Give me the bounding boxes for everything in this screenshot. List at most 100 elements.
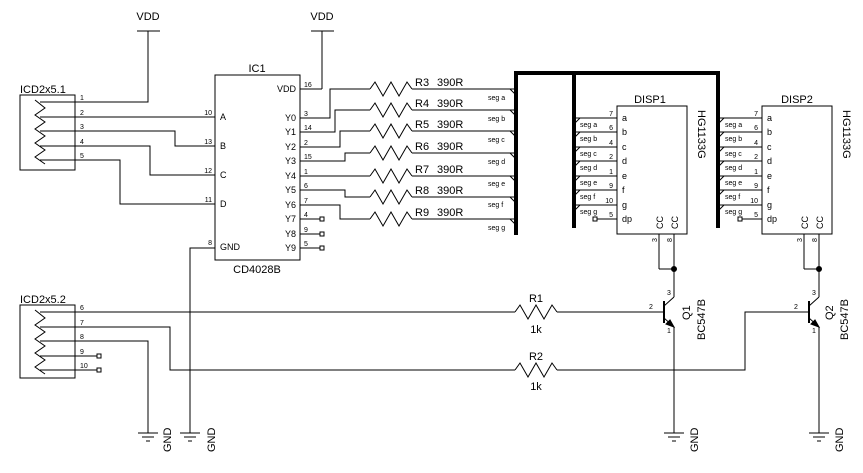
vdd-label: VDD [136,11,159,23]
disp2-cc-wires [803,234,822,297]
q2-pin-e: 1 [812,328,816,335]
ic1-pin-num: 3 [304,111,308,118]
disp1-cc-pin: 8 [667,238,674,242]
ic1-pin-num: 1 [304,169,308,176]
ic1-pin-num: 11 [205,197,212,204]
segment-bus [514,71,720,235]
net-label: seg b [725,136,742,143]
r7-ref: R7 [415,164,429,176]
disp1-seg-a: a [622,113,627,123]
r4-value: 390R [437,98,463,110]
ic1-pin-y6: Y6 [285,200,296,210]
r6-value: 390R [437,141,463,153]
vdd-symbol-ic1: VDD [136,11,160,100]
disp2-seg-c: c [767,142,772,152]
resistor-r5 [369,122,413,140]
disp2-seg-g: g [767,200,772,210]
ic1-pin-y8: Y8 [285,229,296,239]
segment-resistors [300,80,515,228]
q1-ref: Q1 [681,305,693,320]
net-label: seg a [725,122,742,129]
ic1-pin-num: 13 [204,139,212,146]
disp1-pin-num: 2 [609,154,613,161]
r9-value: 390R [437,207,463,219]
disp1-pin-num: 10 [605,198,613,205]
disp1-pin-num: 7 [609,111,613,118]
disp1-cc-label: CC [670,216,680,229]
q1-pin-e: 1 [667,328,671,335]
disp1-seg-f: f [622,185,625,195]
resistor-r7 [369,167,413,185]
j1-pin-1: 1 [80,95,84,102]
vdd-label: VDD [310,11,333,23]
disp2-part: HG1133G [840,110,852,159]
gnd-label: GND [162,428,174,453]
net-label: seg g [725,209,742,216]
net-label: seg a [580,122,597,129]
ic1-pin-num: 4 [304,212,308,219]
r8-value: 390R [437,185,463,197]
net-label: seg e [725,180,742,187]
ic1-pin-d: D [220,199,227,209]
disp1-seg-dp: dp [622,214,632,224]
disp1-part: HG1133G [695,110,707,159]
net-label: seg f [488,202,503,209]
resistor-r2 [514,361,558,379]
disp1-seg-b: b [622,127,627,137]
r2-value: 1k [530,381,542,393]
gnd-symbol-q2: GND [809,428,846,452]
junction-dot [671,266,677,272]
disp2-pin-num: 10 [750,198,758,205]
disp2-pin-num: 7 [754,111,758,118]
net-label: seg b [580,136,597,143]
ic1-pin-num: 15 [304,154,312,161]
display-disp2: DISP2 HG1133G [717,94,852,235]
transistor-q1: 2 3 1 Q1 BC547B [649,290,708,433]
disp2-pin-labels: a b c d e f g dp 7 6 4 2 1 9 10 5 seg a … [725,111,825,242]
resistor-r8 [369,188,413,206]
q2-pin-c: 3 [812,290,816,297]
net-label: seg g [580,209,597,216]
r3-ref: R3 [415,77,429,89]
j2-pin-8: 8 [80,334,84,341]
ic1-pin-num: 9 [304,227,308,234]
ic1-pin-num: 5 [304,241,308,248]
disp2-pin-num: 9 [754,183,758,190]
ic1-pin-b: B [220,141,226,151]
ic1-pin-c: C [220,170,227,180]
disp2-seg-f: f [767,185,770,195]
disp2-seg-e: e [767,171,772,181]
gnd-symbol-ic1: GND [180,428,218,452]
gnd-symbol-j2: GND [138,428,174,453]
ic1-cd4028b: IC1 CD4028B A B C D GND 10 13 12 11 8 VD… [204,63,312,276]
disp1-cc-pin: 3 [652,238,659,242]
segment-resistor-labels: R3 390R R4 390R R5 390R R6 390R R7 390R … [415,77,505,232]
ic1-pin-num: 10 [204,110,212,117]
display-disp1: DISP1 HG1133G [573,94,707,235]
disp1-cc-label: CC [655,216,665,229]
transistor-q2: 2 3 1 Q2 BC547B [794,290,851,433]
j1-pin-4: 4 [80,139,84,146]
ic1-pin-num: 2 [304,140,308,147]
j2-wires [75,311,515,433]
net-label: seg e [488,181,505,188]
connector-j2-name: ICD2x5.2 [20,294,66,306]
disp1-cc-wires [658,234,677,297]
disp2-seg-dp: dp [767,214,777,224]
j1-pin-5: 5 [80,153,84,160]
connector-icd2x5-1: ICD2x5.1 1 2 3 4 5 [19,84,84,171]
ic1-pin-a: A [220,112,226,122]
disp2-cc-pin: 3 [797,238,804,242]
ic1-pin-num: 6 [304,183,308,190]
ic1-pin-y9: Y9 [285,243,296,253]
connector-icd2x5-2: ICD2x5.2 6 7 8 9 10 [19,294,102,379]
disp2-pin-num: 2 [754,154,758,161]
net-label: seg c [725,151,742,158]
junction-dot [816,266,822,272]
net-label: seg d [580,165,597,172]
disp1-seg-c: c [622,142,627,152]
bus-entries [509,88,517,226]
disp1-pin-num: 1 [609,169,613,176]
r2-ref: R2 [529,351,543,363]
